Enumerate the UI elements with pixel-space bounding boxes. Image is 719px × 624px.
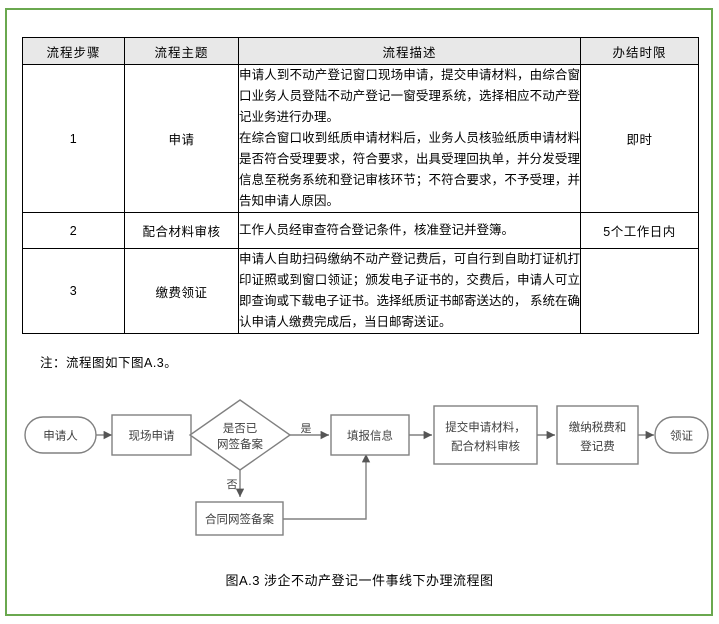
table-note: 注：流程图如下图A.3。: [40, 356, 178, 370]
process-table-wrap: 流程步骤 流程主题 流程描述 办结时限 1 申请 申请人到不动产登记窗口现场申请…: [22, 37, 699, 334]
cell-step: 1: [22, 64, 125, 213]
cell-description: 申请人自助扫码缴纳不动产登记费后，可自行到自助打证机打印证照或到窗口领证；颁发电…: [238, 248, 581, 334]
cell-limit: [580, 248, 699, 334]
edge-filing-back-to-fill: [283, 454, 371, 520]
flow-node-submit-materials: 提交申请材料， 配合材料审核: [433, 405, 538, 465]
flow-node-onsite-apply: 现场申请: [111, 414, 192, 456]
figure-caption: 图A.3 涉企不动产登记一件事线下办理流程图: [225, 573, 494, 588]
column-header-limit: 办结时限: [580, 37, 699, 65]
cell-description: 工作人员经审查符合登记条件，核准登记并登簿。: [238, 212, 581, 249]
desc-paragraph: 申请人到不动产登记窗口现场申请，提交申请材料，由综合窗口业务人员登陆不动产登记一…: [239, 68, 580, 124]
cell-topic: 申请: [124, 64, 239, 213]
table-row: 2 配合材料审核 工作人员经审查符合登记条件，核准登记并登簿。 5个工作日内: [22, 212, 699, 249]
flow-node-pay-fees-label-line1: 缴纳税费和: [569, 420, 627, 434]
flow-node-contract-filing-label: 合同网签备案: [205, 512, 274, 526]
flow-node-contract-filing: 合同网签备案: [195, 501, 284, 536]
flow-node-pay-fees: 缴纳税费和 登记费: [556, 405, 639, 465]
flow-node-decision-label-line2: 网签备案: [217, 437, 263, 451]
page-green-frame: [5, 8, 713, 616]
flow-node-start-label: 申请人: [43, 430, 78, 443]
table-row: 1 申请 申请人到不动产登记窗口现场申请，提交申请材料，由综合窗口业务人员登陆不…: [22, 64, 699, 213]
flow-node-decision-label-line1: 是否已: [223, 422, 258, 435]
cell-topic: 缴费领证: [124, 248, 239, 334]
flowchart: 申请人 现场申请 是否已 网签备案 是 否 填报信息: [0, 392, 719, 557]
flow-node-get-certificate-label: 领证: [670, 430, 693, 443]
flow-edge-label-yes: 是: [301, 422, 312, 435]
flow-node-get-certificate: 领证: [654, 416, 709, 454]
cell-step: 3: [22, 248, 125, 334]
cell-step: 2: [22, 212, 125, 249]
flow-node-submit-materials-label-line1: 提交申请材料，: [445, 420, 526, 434]
table-header-row: 流程步骤 流程主题 流程描述 办结时限: [22, 37, 699, 65]
flow-node-pay-fees-label-line2: 登记费: [580, 439, 615, 453]
cell-description: 申请人到不动产登记窗口现场申请，提交申请材料，由综合窗口业务人员登陆不动产登记一…: [238, 64, 581, 213]
flow-node-onsite-apply-label: 现场申请: [129, 429, 175, 443]
flow-edge-label-no: 否: [227, 479, 238, 491]
column-header-topic: 流程主题: [124, 37, 239, 65]
flow-node-submit-materials-label-line2: 配合材料审核: [451, 439, 520, 453]
table-row: 3 缴费领证 申请人自助扫码缴纳不动产登记费后，可自行到自助打证机打印证照或到窗…: [22, 248, 699, 334]
flow-node-fill-info-label: 填报信息: [347, 429, 393, 443]
desc-paragraph: 工作人员经审查符合登记条件，核准登记并登簿。: [239, 223, 515, 237]
process-table: 流程步骤 流程主题 流程描述 办结时限 1 申请 申请人到不动产登记窗口现场申请…: [22, 37, 699, 334]
column-header-desc: 流程描述: [238, 37, 581, 65]
flow-node-decision: 是否已 网签备案: [188, 399, 292, 471]
desc-paragraph: 在综合窗口收到纸质申请材料后，业务人员核验纸质申请材料是否符合受理要求，符合要求…: [239, 131, 580, 208]
flow-node-fill-info: 填报信息: [330, 414, 410, 456]
cell-topic: 配合材料审核: [124, 212, 239, 249]
cell-limit: 5个工作日内: [580, 212, 699, 249]
flow-node-start: 申请人: [24, 416, 97, 454]
flow-connectors: [96, 430, 654, 520]
cell-limit: 即时: [580, 64, 699, 213]
column-header-step: 流程步骤: [22, 37, 125, 65]
desc-paragraph: 申请人自助扫码缴纳不动产登记费后，可自行到自助打证机打印证照或到窗口领证；颁发电…: [239, 252, 580, 329]
